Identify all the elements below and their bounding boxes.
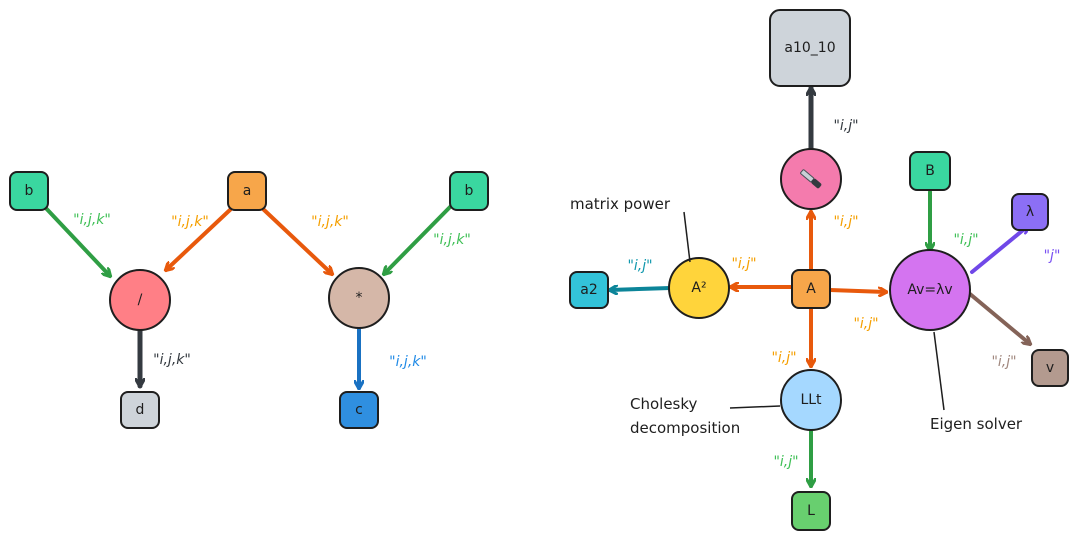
node-b-right[interactable]: b <box>449 171 489 211</box>
annotation-cholesky-leader <box>729 405 781 409</box>
node-b-left-label: b <box>25 183 34 199</box>
node-matpow-label: A² <box>691 280 706 296</box>
nodes-right: a10_10 B λ A² A Av=λv <box>569 9 1069 531</box>
label-knife-to-a10: "i,j" <box>833 118 858 134</box>
knife-icon <box>800 169 822 189</box>
label-a-to-multiply: "i,j,k" <box>311 214 349 230</box>
node-a2-label: a2 <box>580 282 598 298</box>
annotation-cholesky-line1: Cholesky <box>630 395 698 413</box>
node-eigen-label: Av=λv <box>907 282 952 298</box>
label-b-right-to-multiply: "i,j,k" <box>433 232 471 248</box>
edge-eigen-to-v <box>968 292 1030 344</box>
node-llt-label: LLt <box>800 392 822 408</box>
node-divide-label: / <box>138 292 143 308</box>
node-a2[interactable]: a2 <box>569 271 609 309</box>
node-v[interactable]: v <box>1031 349 1069 387</box>
nodes-left: b a b / * d c <box>9 171 489 429</box>
node-a[interactable]: a <box>227 171 267 211</box>
node-a-label: a <box>243 183 252 199</box>
label-llt-to-L: "i,j" <box>773 454 798 470</box>
node-B[interactable]: B <box>909 151 951 191</box>
label-b-left-to-divide: "i,j,k" <box>73 212 111 228</box>
edge-b-right-to-multiply <box>384 203 454 274</box>
label-eigen-to-lambda: "j" <box>1044 248 1061 264</box>
label-a-to-divide: "i,j,k" <box>171 214 209 230</box>
node-L-label: L <box>807 503 815 519</box>
edges-right <box>610 85 1030 488</box>
annotation-matrix-power-leader <box>683 211 691 263</box>
edge-A-to-eigen <box>828 290 886 292</box>
edge-labels: "i,j,k" "i,j,k" "i,j,k" "i,j,k" "i,j,k" … <box>73 118 1060 470</box>
node-a10-10[interactable]: a10_10 <box>769 9 851 87</box>
edge-eigen-to-lambda <box>970 226 1028 274</box>
node-divide[interactable]: / <box>109 269 171 331</box>
node-d-label: d <box>136 402 145 418</box>
node-lambda-label: λ <box>1026 204 1034 220</box>
node-matpow[interactable]: A² <box>668 257 730 319</box>
node-b-left[interactable]: b <box>9 171 49 211</box>
label-divide-to-d: "i,j,k" <box>153 352 191 368</box>
node-c-label: c <box>355 402 363 418</box>
node-multiply[interactable]: * <box>328 267 390 329</box>
edge-b-left-to-divide <box>40 202 110 276</box>
node-A[interactable]: A <box>791 269 831 309</box>
node-c[interactable]: c <box>339 391 379 429</box>
annotation-eigen-solver: Eigen solver <box>930 415 1023 433</box>
node-eigen[interactable]: Av=λv <box>889 249 971 331</box>
label-multiply-to-c: "i,j,k" <box>389 354 427 370</box>
edge-a-to-multiply <box>260 206 332 274</box>
label-A-to-llt: "i,j" <box>771 350 796 366</box>
node-v-label: v <box>1046 360 1054 376</box>
node-b-right-label: b <box>465 183 474 199</box>
annotations: matrix power Cholesky decomposition Eige… <box>570 195 1023 437</box>
node-d[interactable]: d <box>120 391 160 429</box>
label-A-to-matpow: "i,j" <box>731 256 756 272</box>
node-multiply-label: * <box>356 290 363 306</box>
label-matpow-to-a2: "i,j" <box>627 258 652 274</box>
label-A-to-eigen: "i,j" <box>853 316 878 332</box>
label-eigen-to-v: "i,j" <box>991 354 1016 370</box>
annotation-matrix-power: matrix power <box>570 195 671 213</box>
node-A-label: A <box>806 281 816 297</box>
node-a10-10-label: a10_10 <box>784 40 835 56</box>
node-L[interactable]: L <box>791 491 831 531</box>
edge-matpow-to-a2 <box>610 288 672 290</box>
edges-left <box>40 202 454 390</box>
annotation-cholesky-line2: decomposition <box>630 419 740 437</box>
node-B-label: B <box>925 163 935 179</box>
edge-a-to-divide <box>166 206 234 270</box>
label-B-to-eigen: "i,j" <box>953 232 978 248</box>
node-lambda[interactable]: λ <box>1011 193 1049 231</box>
annotation-eigen-leader <box>933 331 945 411</box>
label-A-to-knife: "i,j" <box>833 214 858 230</box>
node-knife[interactable] <box>780 148 842 210</box>
node-llt[interactable]: LLt <box>780 369 842 431</box>
